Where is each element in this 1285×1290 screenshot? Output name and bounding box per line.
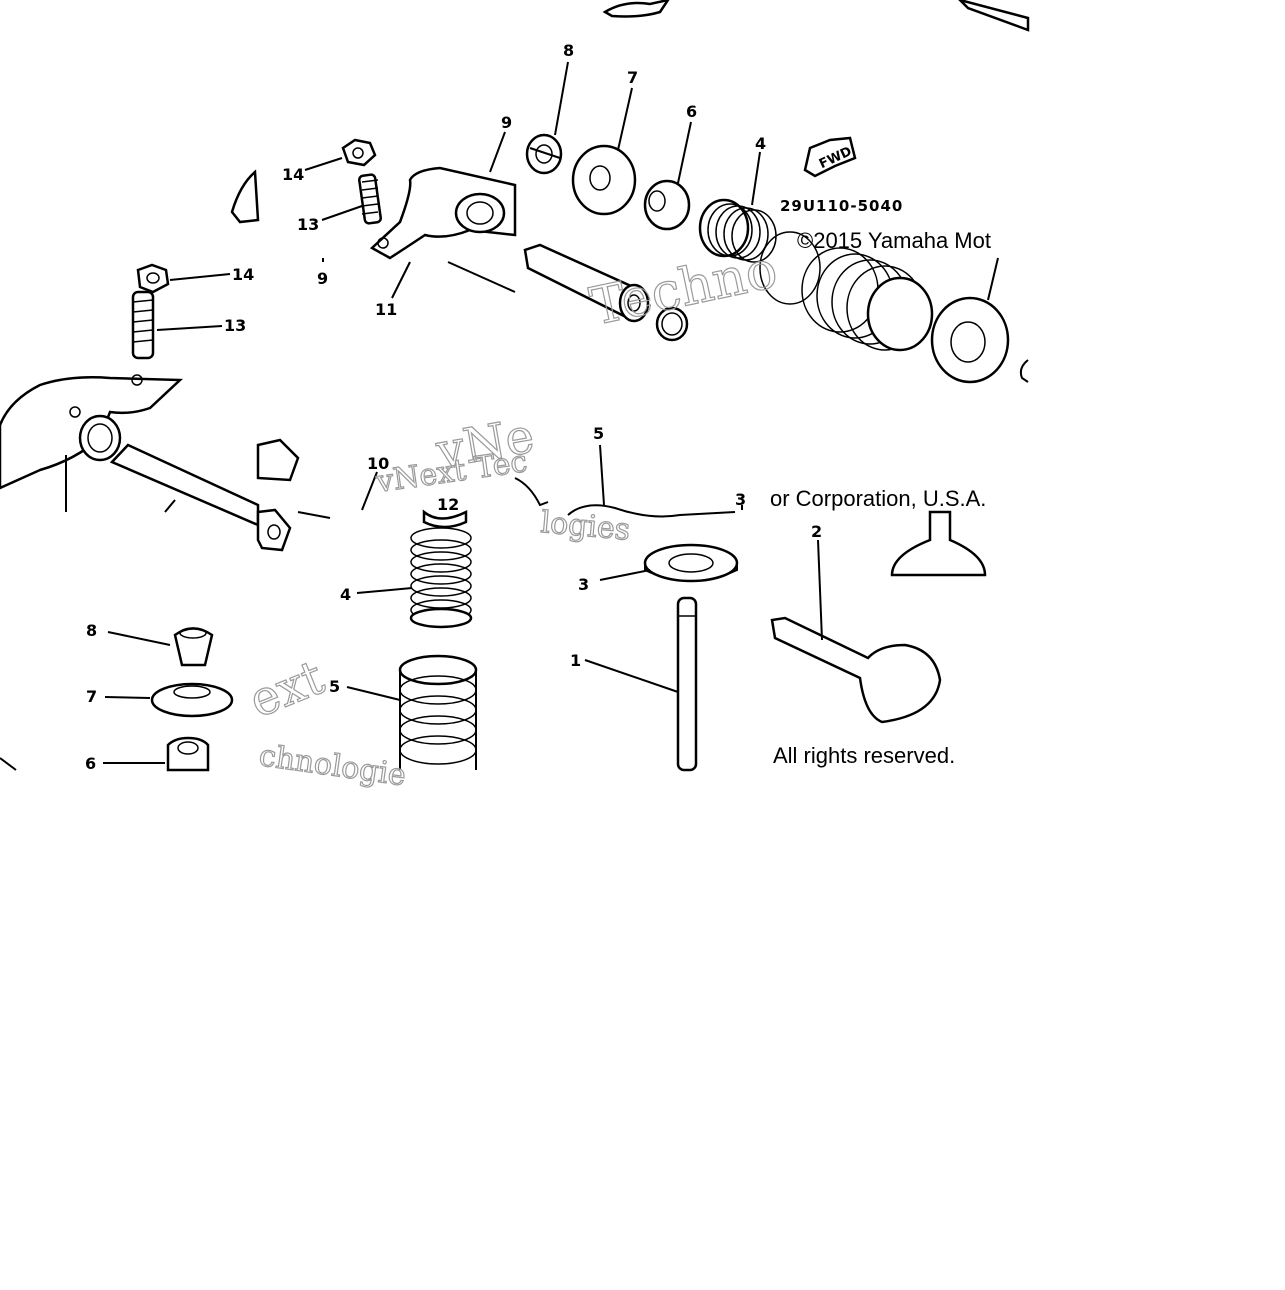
copyright-line-3: All rights reserved. (773, 743, 955, 768)
callout-5: 5 (329, 677, 340, 696)
stem-seal-lower (166, 736, 210, 772)
copyright-line-1: ©2015 Yamaha Mot (797, 228, 991, 253)
callout-8: 8 (563, 41, 574, 60)
callout-6: 6 (686, 102, 697, 121)
locknut-upper (341, 138, 377, 167)
valve-cotter-lower (173, 627, 214, 667)
top-fragment-part (602, 0, 1030, 32)
adjusting-screw-upper (358, 173, 382, 225)
rocker-shaft-upper (523, 243, 650, 323)
valve-head-right (890, 510, 987, 577)
callout-7: 7 (627, 68, 638, 87)
valve-spring-inner-center (409, 527, 473, 629)
callout-8: 8 (86, 621, 97, 640)
valve-spring-inner-upper (698, 198, 777, 263)
copyright-line-2: or Corporation, U.S.A. (770, 486, 986, 511)
callout-3: 3 (735, 490, 746, 509)
locknut-left (136, 263, 170, 294)
leader-line (0, 757, 17, 771)
callout-10: 10 (367, 454, 389, 473)
callout-6: 6 (85, 754, 96, 773)
callout-12: 12 (437, 495, 459, 514)
leader-line (164, 499, 176, 513)
spring-seat-lower (643, 543, 739, 583)
collar-ring (422, 509, 468, 529)
adjusting-screw-left (131, 290, 155, 360)
rocker-arm-upper (369, 166, 517, 293)
callout-14: 14 (282, 165, 304, 184)
watermark-text: chnologie (257, 738, 408, 793)
callout-9: 9 (501, 113, 512, 132)
callout-1: 1 (570, 651, 581, 670)
callout-14: 14 (232, 265, 254, 284)
spring-retainer-upper (571, 144, 637, 216)
spring-seat-right (930, 296, 1029, 384)
valve-cotter-upper (525, 133, 563, 175)
callout-3: 3 (578, 575, 589, 594)
valve-exhaust-stem (676, 596, 698, 772)
callout-4: 4 (755, 134, 766, 153)
callout-2: 2 (811, 522, 822, 541)
valve-spring-outer-center (398, 654, 478, 770)
callout-13: 13 (224, 316, 246, 335)
valve-stem-seal-upper (643, 179, 691, 231)
callout-13: 13 (297, 215, 319, 234)
rocker-arm-left (0, 374, 184, 490)
spring-retainer-lower (150, 682, 234, 718)
watermark-text: ext (242, 649, 332, 729)
callout-5: 5 (593, 424, 604, 443)
diagram-reference-code: 29U110-5040 (780, 197, 903, 215)
cam-follower-fragment (256, 438, 331, 552)
watermark-text: logies (539, 505, 631, 548)
valve-spring-outer-right (759, 231, 934, 352)
valve-intake (770, 616, 942, 724)
o-ring-upper (655, 306, 689, 342)
callout-11: 11 (375, 300, 397, 319)
callout-9: 9 (317, 269, 328, 288)
callout-leaders (103, 61, 999, 764)
callout-4: 4 (340, 585, 351, 604)
rocker-shaft-left (109, 443, 260, 527)
rocker-fragment (230, 169, 260, 224)
fwd-arrow-icon: FWD (803, 136, 857, 178)
callout-7: 7 (86, 687, 97, 706)
spring-seat-center-fragment (514, 477, 736, 518)
